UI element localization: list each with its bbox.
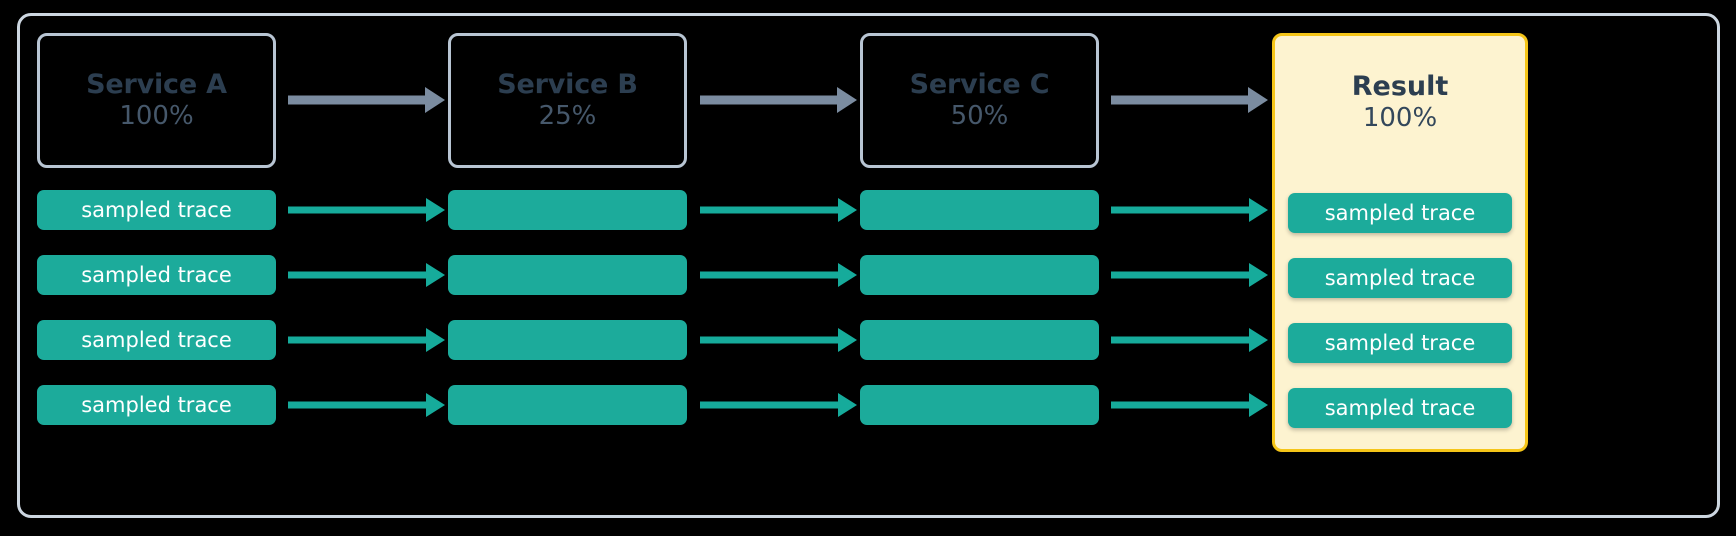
- arrow-shaft: [1111, 401, 1249, 409]
- trace-label: sampled trace: [81, 328, 232, 352]
- arrow-head-icon: [1249, 263, 1268, 287]
- trace-label: sampled trace: [81, 198, 232, 222]
- trace-chip-b4[interactable]: [448, 385, 687, 425]
- trace-chip-c3[interactable]: [860, 320, 1099, 360]
- arrow-head-icon: [838, 393, 857, 417]
- service-a-percent: 100%: [119, 101, 194, 132]
- trace-chip-c2[interactable]: [860, 255, 1099, 295]
- arrow-shaft: [700, 271, 838, 279]
- service-box-a[interactable]: Service A 100%: [37, 33, 276, 168]
- trace-chip-b2[interactable]: [448, 255, 687, 295]
- result-trace-chip-4[interactable]: sampled trace: [1288, 388, 1512, 428]
- arrow-shaft: [288, 271, 426, 279]
- service-box-c[interactable]: Service C 50%: [860, 33, 1099, 168]
- trace-chip-c4[interactable]: [860, 385, 1099, 425]
- result-trace-chip-2[interactable]: sampled trace: [1288, 258, 1512, 298]
- trace-chip-b3[interactable]: [448, 320, 687, 360]
- trace-chip-a1[interactable]: sampled trace: [37, 190, 276, 230]
- arrow-shaft: [1111, 271, 1249, 279]
- service-box-b[interactable]: Service B 25%: [448, 33, 687, 168]
- arrow-shaft: [700, 336, 838, 344]
- arrow-head-icon: [426, 393, 445, 417]
- arrow-head-icon: [838, 263, 857, 287]
- arrow-shaft: [288, 95, 425, 105]
- trace-chip-a3[interactable]: sampled trace: [37, 320, 276, 360]
- result-trace-label: sampled trace: [1324, 201, 1476, 225]
- arrow-head-icon: [838, 328, 857, 352]
- arrow-shaft: [1111, 95, 1248, 105]
- result-trace-label: sampled trace: [1324, 266, 1476, 290]
- service-c-title: Service C: [909, 69, 1050, 101]
- trace-label: sampled trace: [81, 263, 232, 287]
- arrow-head-icon: [426, 328, 445, 352]
- trace-chip-b1[interactable]: [448, 190, 687, 230]
- arrow-head-icon: [1249, 198, 1268, 222]
- result-title: Result: [1351, 70, 1449, 102]
- arrow-head-icon: [425, 87, 445, 113]
- result-percent: 100%: [1362, 102, 1438, 133]
- arrow-shaft: [288, 336, 426, 344]
- service-a-title: Service A: [86, 69, 227, 101]
- arrow-head-icon: [837, 87, 857, 113]
- result-trace-label: sampled trace: [1324, 331, 1476, 355]
- result-panel[interactable]: Result 100% sampled trace sampled trace …: [1272, 33, 1528, 452]
- trace-chip-a4[interactable]: sampled trace: [37, 385, 276, 425]
- trace-chip-c1[interactable]: [860, 190, 1099, 230]
- service-b-percent: 25%: [538, 101, 597, 132]
- arrow-shaft: [700, 95, 837, 105]
- result-header: Result 100%: [1275, 36, 1525, 168]
- service-b-title: Service B: [497, 69, 638, 101]
- result-trace-label: sampled trace: [1324, 396, 1476, 420]
- arrow-head-icon: [426, 198, 445, 222]
- arrow-head-icon: [1249, 393, 1268, 417]
- service-c-percent: 50%: [950, 101, 1009, 132]
- result-trace-chip-1[interactable]: sampled trace: [1288, 193, 1512, 233]
- arrow-shaft: [1111, 336, 1249, 344]
- arrow-head-icon: [1248, 87, 1268, 113]
- outer-frame: [17, 13, 1720, 518]
- arrow-shaft: [700, 401, 838, 409]
- arrow-shaft: [288, 206, 426, 214]
- trace-label: sampled trace: [81, 393, 232, 417]
- arrow-head-icon: [838, 198, 857, 222]
- arrow-head-icon: [1249, 328, 1268, 352]
- arrow-head-icon: [426, 263, 445, 287]
- arrow-shaft: [288, 401, 426, 409]
- result-trace-chip-3[interactable]: sampled trace: [1288, 323, 1512, 363]
- trace-chip-a2[interactable]: sampled trace: [37, 255, 276, 295]
- arrow-shaft: [1111, 206, 1249, 214]
- arrow-shaft: [700, 206, 838, 214]
